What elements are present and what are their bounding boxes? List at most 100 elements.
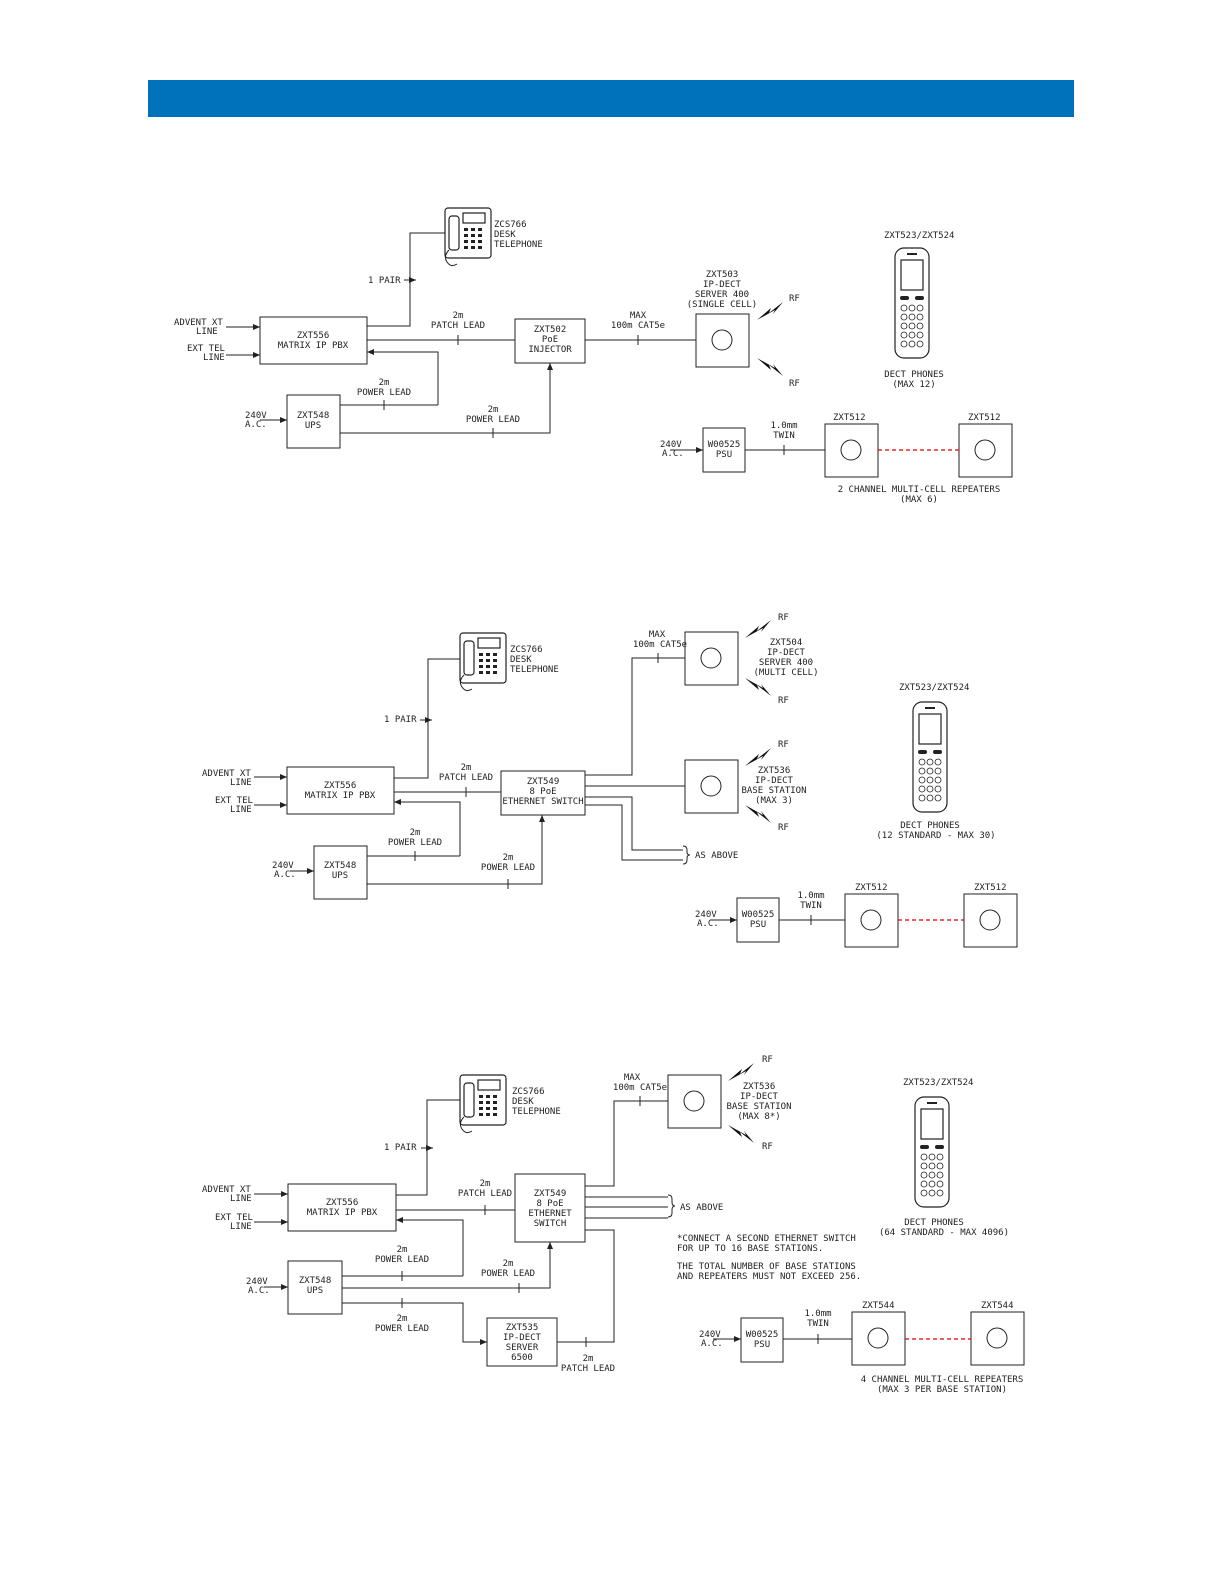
rf-bolt-icon (728, 1125, 754, 1143)
handset-model-label: ZXT523/ZXT524 (903, 1078, 973, 1088)
repeater-2-label: ZXT512 (968, 413, 1001, 423)
handset-caption: DECT PHONES(64 STANDARD - MAX 4096) (879, 1218, 1009, 1238)
server-box (486, 1317, 558, 1367)
repeater-1-label: ZXT512 (855, 883, 888, 893)
psu-box (740, 1317, 784, 1363)
rf-bolt-icon (728, 1063, 754, 1081)
rf-label: RF (789, 379, 800, 389)
switch-box (500, 770, 586, 816)
desk-telephone-icon (459, 1074, 507, 1134)
handset-model-label: ZXT523/ZXT524 (884, 231, 954, 241)
rf-bolt-icon (745, 678, 771, 696)
repeater-1-box (844, 893, 899, 948)
psu-box (702, 427, 746, 473)
repeater-2-label: ZXT544 (981, 1301, 1014, 1311)
rf-bolt-icon (757, 302, 783, 320)
repeater-2-box (970, 1311, 1025, 1366)
pair-label: 1 PAIR (368, 276, 401, 286)
repeater-1-label: ZXT512 (833, 413, 866, 423)
ups-box (286, 394, 341, 449)
dect-phone-icon (914, 1096, 950, 1208)
rf-bolt-icon (757, 358, 783, 376)
base-box (684, 759, 739, 814)
as-above-label: AS ABOVE (680, 1203, 723, 1213)
header-bar (148, 80, 1074, 117)
dect-phone-icon (894, 247, 930, 359)
rf-label: RF (762, 1055, 773, 1065)
rf-label: RF (778, 823, 789, 833)
switch-box (514, 1173, 586, 1243)
server-box (684, 631, 739, 686)
handset-caption: DECT PHONES(12 STANDARD - MAX 30) (876, 821, 995, 841)
rf-bolt-icon (745, 805, 771, 823)
as-above-label: AS ABOVE (695, 851, 738, 861)
desk-telephone-icon (444, 207, 492, 267)
rf-label: RF (762, 1142, 773, 1152)
rf-label: RF (789, 294, 800, 304)
desk-telephone-icon (459, 632, 507, 692)
repeater-2-label: ZXT512 (974, 883, 1007, 893)
pbx-box (287, 1183, 397, 1232)
server-box (695, 313, 750, 368)
rf-label: RF (778, 696, 789, 706)
repeaters-caption: 2 CHANNEL MULTI-CELL REPEATERS(MAX 6) (838, 485, 1001, 505)
ups-box (313, 845, 368, 900)
pbx-box (259, 316, 368, 365)
handset-caption: DECT PHONES(MAX 12) (884, 370, 944, 390)
pair-label: 1 PAIR (384, 1143, 417, 1153)
dect-phone-icon (912, 701, 948, 813)
repeater-2-box (963, 893, 1018, 948)
repeater-1-box (851, 1311, 906, 1366)
base-box (667, 1074, 722, 1129)
pair-label: 1 PAIR (384, 715, 417, 725)
rf-label: RF (778, 740, 789, 750)
repeater-1-label: ZXT544 (862, 1301, 895, 1311)
handset-model-label: ZXT523/ZXT524 (899, 683, 969, 693)
rf-bolt-icon (745, 620, 771, 638)
